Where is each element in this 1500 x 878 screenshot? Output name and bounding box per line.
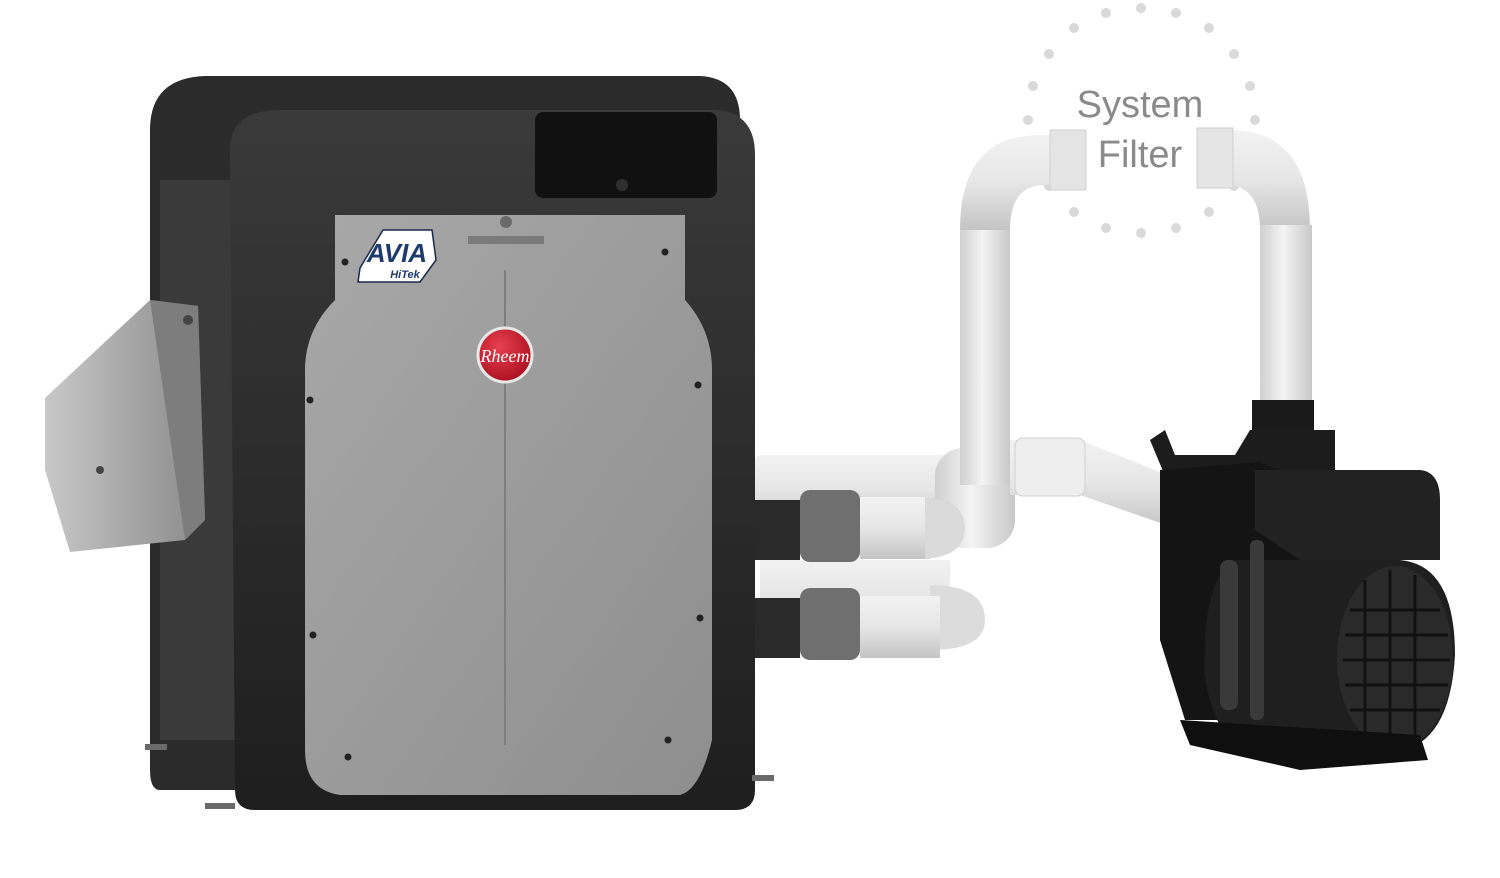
pipe-network: [755, 127, 1312, 660]
system-filter-label: System Filter: [1040, 80, 1240, 180]
pool-heater: [45, 76, 774, 810]
rheem-badge-text: Rheem: [480, 346, 530, 366]
avia-logo-text: AVIA: [366, 238, 427, 268]
avia-logo: AVIA HiTek: [357, 229, 437, 283]
system-filter-label-line2: Filter: [1097, 134, 1183, 176]
rheem-badge: Rheem: [476, 326, 534, 384]
system-filter-label-line1: System: [1076, 84, 1204, 126]
avia-logo-subtext: HiTek: [390, 269, 420, 281]
front-panel: [305, 215, 712, 795]
pool-pump: [1150, 400, 1455, 770]
